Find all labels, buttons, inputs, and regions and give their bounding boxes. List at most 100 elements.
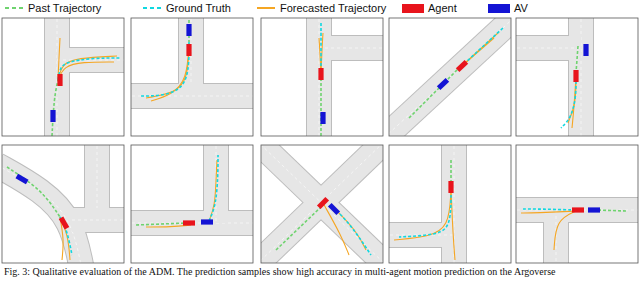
lane-marking (57, 18, 58, 136)
lane-marking (131, 96, 253, 97)
panel-border (389, 145, 511, 263)
ground-truth (521, 209, 576, 210)
road-edge (2, 165, 82, 263)
road-surface (57, 48, 124, 72)
past-trajectory (409, 68, 459, 118)
map-panel (256, 140, 386, 265)
road-surface (516, 198, 638, 222)
road-edge (516, 197, 638, 223)
agent-vehicle (573, 70, 578, 82)
legend-line-sample (256, 3, 276, 13)
road-surface (45, 18, 69, 136)
road-edge (131, 210, 253, 236)
road-edge (543, 210, 569, 263)
ground-truth (399, 190, 451, 237)
legend-label: Past Trajectory (28, 2, 101, 15)
agent-vehicle (183, 220, 195, 225)
av-vehicle (320, 112, 325, 124)
legend-entry: Forecasted Trajectory (256, 1, 386, 15)
road-surface (261, 145, 383, 263)
road-surface (319, 36, 383, 60)
road-edge (389, 18, 511, 136)
agent-vehicle (186, 44, 191, 56)
forecast-trajectory (323, 203, 349, 255)
road-surface (389, 18, 511, 136)
road-surface (516, 36, 581, 60)
av-vehicle (186, 24, 191, 36)
forecast-trajectory (146, 43, 189, 98)
ground-truth (561, 76, 576, 128)
lane-marking (2, 165, 82, 263)
agent-vehicle (57, 74, 62, 86)
legend-label: Agent (428, 2, 457, 15)
forecast-trajectory (394, 190, 451, 240)
legend-label: Forecasted Trajectory (280, 2, 386, 15)
agent-vehicle (318, 68, 323, 80)
lane-marking (72, 220, 124, 221)
panel-border (131, 145, 253, 263)
panel-border (261, 145, 383, 263)
forecast-trajectory (151, 43, 189, 101)
map-panel (126, 140, 261, 263)
past-trajectory (7, 167, 60, 217)
legend-line-sample (4, 3, 24, 13)
map-panel (126, 13, 261, 136)
road-edge (261, 145, 383, 263)
panel-border (2, 18, 124, 136)
av-vehicle (50, 110, 55, 122)
map-panel (2, 13, 132, 143)
panel-border (131, 18, 253, 136)
road-surface (131, 211, 253, 235)
lane-marking (516, 48, 581, 49)
panel-border (389, 18, 511, 136)
ground-truth (464, 27, 504, 64)
road-edge (44, 18, 70, 136)
agent-vehicle (448, 181, 453, 193)
ground-truth (209, 155, 218, 221)
legend-entry: Past Trajectory (4, 1, 101, 15)
agent-vehicle (317, 197, 329, 209)
lane-marking (581, 18, 582, 136)
past-trajectory (136, 223, 186, 225)
road-surface (204, 145, 228, 223)
road-surface (389, 223, 454, 247)
lane-marking (389, 235, 454, 236)
av-vehicle (583, 44, 588, 56)
road-surface (72, 208, 124, 232)
map-panel (384, 140, 511, 270)
past-trajectory (320, 80, 322, 136)
road-surface (2, 165, 82, 263)
past-trajectory (576, 46, 578, 73)
road-surface (261, 145, 383, 263)
legend-label: Ground Truth (166, 2, 231, 15)
lane-marking (261, 145, 383, 263)
road-edge (306, 18, 332, 136)
past-trajectory (276, 207, 321, 250)
map-panel (511, 145, 640, 270)
av-vehicle (16, 174, 29, 185)
panel-border (516, 18, 638, 136)
legend-entry: AV (488, 1, 528, 15)
ground-truth (58, 58, 120, 80)
map-panel (0, 140, 132, 270)
panel-border (516, 145, 638, 263)
road-edge (261, 145, 383, 263)
legend-line-sample (142, 3, 162, 13)
road-surface (131, 84, 253, 108)
panel-border (2, 145, 124, 263)
lane-marking (57, 60, 124, 61)
road-surface (307, 18, 331, 136)
road-edge (203, 145, 229, 223)
map-panel (384, 13, 519, 138)
road-edge (131, 83, 253, 109)
road-edge (72, 207, 124, 233)
map-panel (261, 13, 391, 143)
road-edge (57, 47, 124, 73)
road-surface (569, 18, 593, 136)
agent-vehicle (59, 217, 70, 230)
legend-entry: Ground Truth (142, 1, 231, 15)
av-vehicle (437, 78, 449, 90)
legend-entry: Agent (402, 1, 457, 15)
forecast-trajectory (521, 211, 576, 213)
